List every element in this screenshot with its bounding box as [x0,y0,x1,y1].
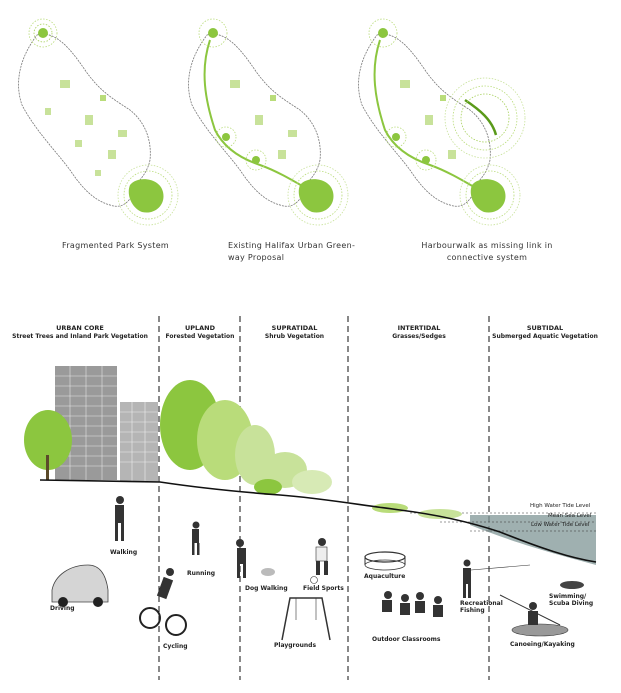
label-canoeing: Canoeing/Kayaking [510,641,575,648]
zone-upland-title: UPLAND [184,324,216,332]
zone-dividers [158,316,490,680]
activity-figures [51,496,584,641]
map-caption-3: Harbourwalk as missing link in connectiv… [421,241,553,262]
map-greenway-proposal [188,18,349,226]
label-aquaculture: Aquaculture [364,573,406,580]
map-harbourwalk-link [358,18,526,226]
water-body [410,512,596,565]
label-field-sports: Field Sports [303,585,344,592]
zone-supratidal-title: SUPRATIDAL [271,324,318,332]
map-caption-1: Fragmented Park System [62,241,170,250]
label-running: Running [187,570,216,577]
ground-profile [39,479,597,563]
zone-urban-core-subtitle: Street Trees and Inland Park Vegetation [12,333,148,340]
city-buildings [55,366,158,482]
zone-supratidal-subtitle: Shrub Vegetation [264,333,325,340]
zone-upland-subtitle: Forested Vegetation [165,333,235,340]
zone-subtidal-subtitle: Submerged Aquatic Vegetation [492,333,598,340]
label-playgrounds: Playgrounds [274,642,317,649]
label-swimming: Swimming/ Scuba Diving [549,593,594,607]
label-dog-walking: Dog Walking [245,585,288,592]
label-walking: Walking [110,549,138,556]
zone-urban-core-title: URBAN CORE [56,324,104,332]
low-water-label: Low Water Tide Level [531,522,590,528]
mean-sea-level-label: Mean Sea Level [548,513,592,519]
map-fragmented-parks [18,18,179,226]
label-driving: Driving [50,605,75,612]
zone-intertidal-subtitle: Grasses/Sedges [392,333,446,340]
map-caption-2: Existing Halifax Urban Green- way Propos… [228,241,356,262]
zone-subtidal-title: SUBTIDAL [526,324,564,332]
label-outdoor-classrooms: Outdoor Classrooms [372,636,441,643]
label-cycling: Cycling [163,643,188,650]
high-water-label: High Water Tide Level [530,503,591,509]
label-recreational-fishing: Recreational Fishing [460,600,503,614]
vegetation [24,380,462,519]
zone-intertidal-title: INTERTIDAL [397,324,441,332]
